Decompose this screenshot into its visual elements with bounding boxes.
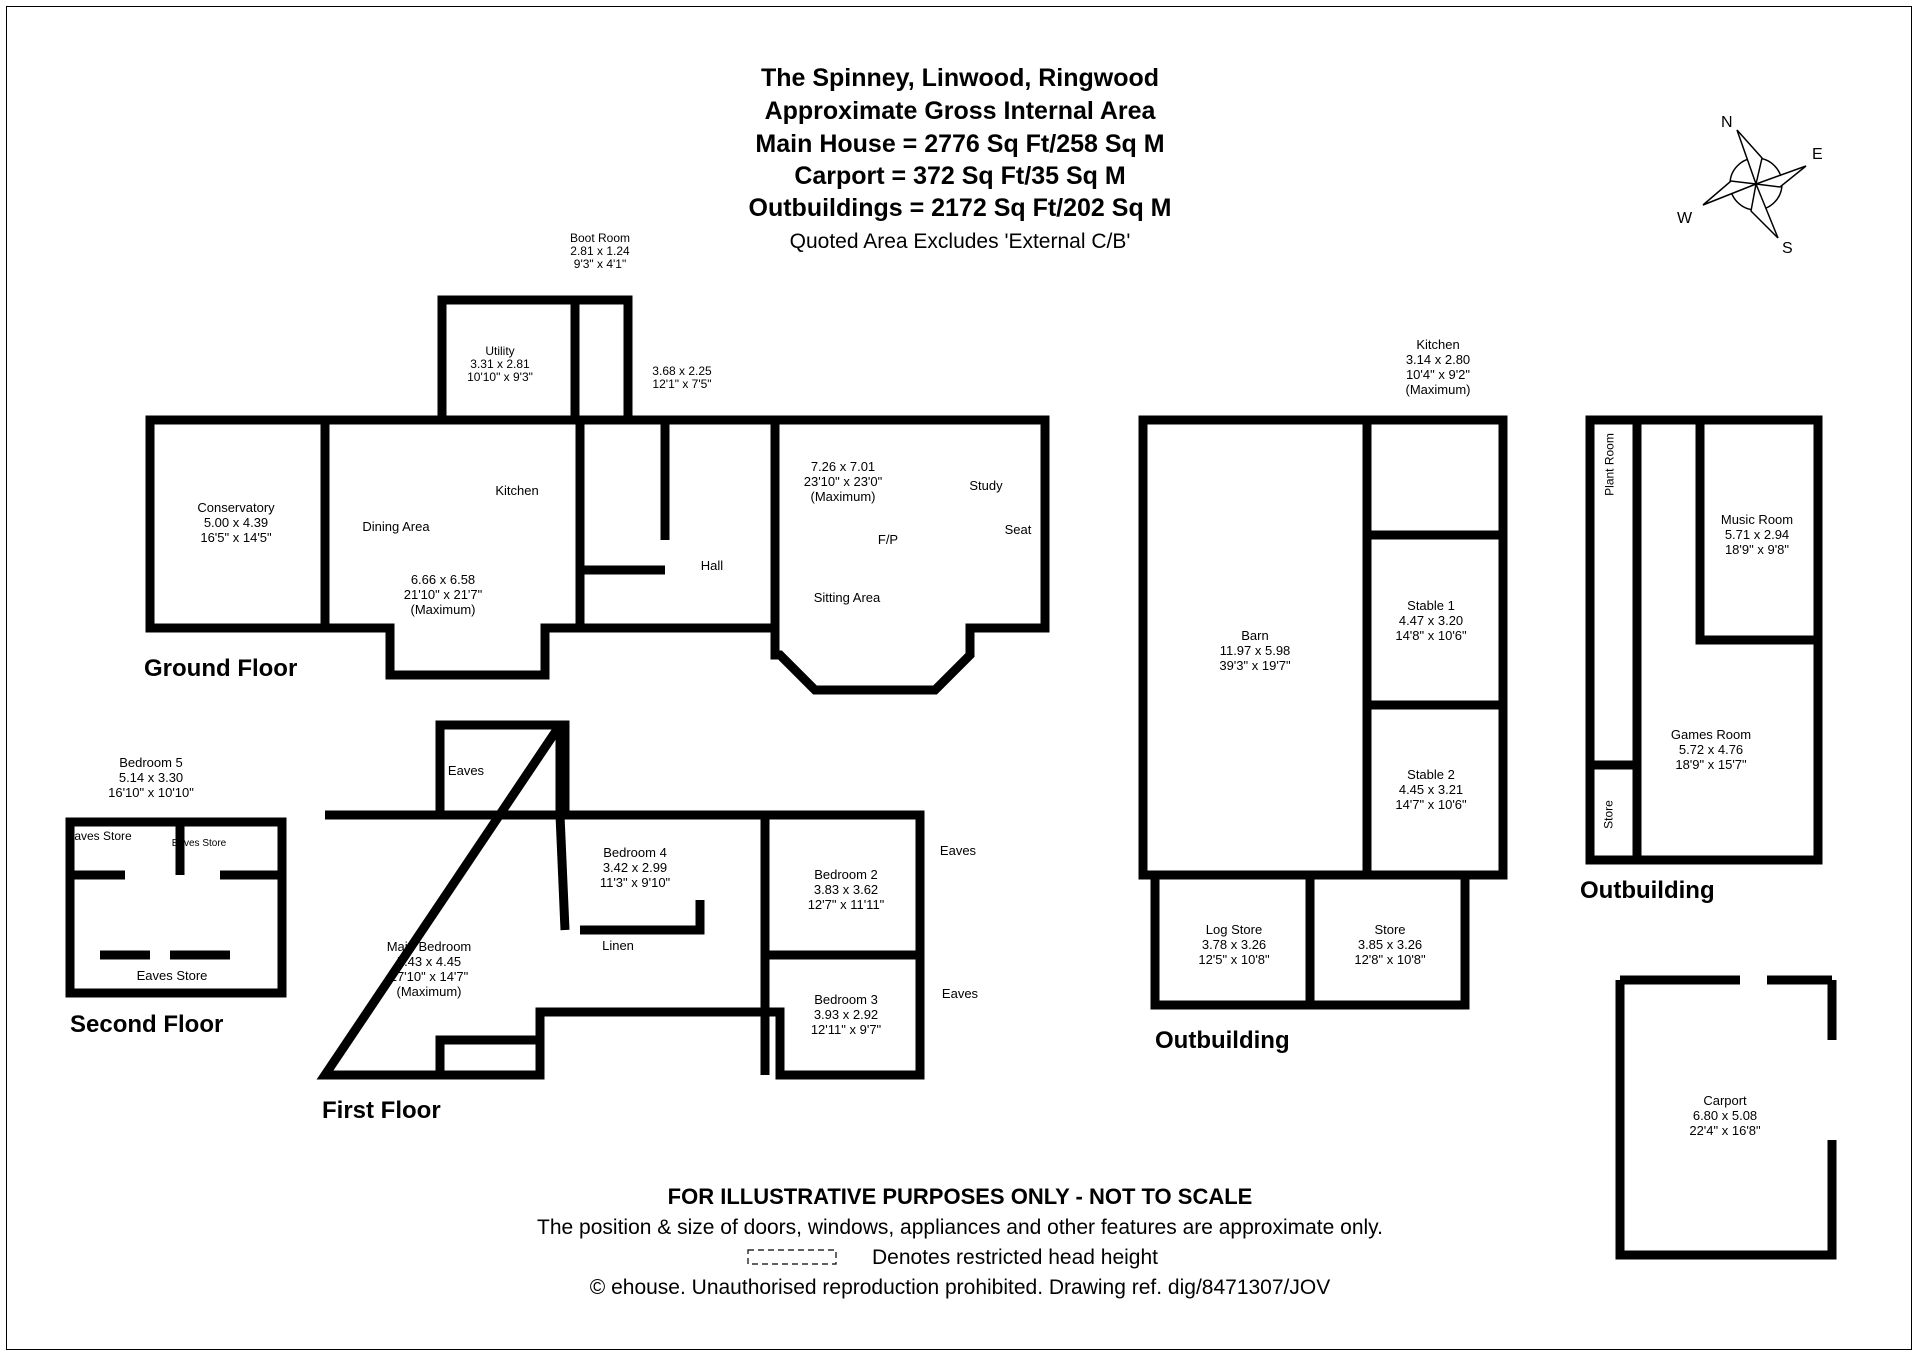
room-eaves-store-bottom: Eaves Store	[136, 968, 208, 983]
sitting-walls	[770, 415, 1050, 695]
first-floor-label: First Floor	[322, 1097, 441, 1124]
footer-copyright: © ehouse. Unauthorised reproduction proh…	[589, 1276, 1331, 1299]
room-plant-room: Plant Room	[1602, 433, 1617, 496]
plan-subtitle: Approximate Gross Internal Area	[764, 97, 1156, 125]
ground-floor-label: Ground Floor	[144, 655, 298, 682]
boot-room-walls	[575, 295, 633, 420]
area-outbuildings: Outbuildings = 2172 Sq Ft/202 Sq M	[748, 194, 1172, 222]
room-study: Study	[969, 478, 1003, 493]
footer-position-note: The position & size of doors, windows, a…	[537, 1216, 1383, 1239]
compass-icon	[1702, 129, 1807, 239]
area-note: Quoted Area Excludes 'External C/B'	[789, 230, 1131, 253]
compass-east-label: E	[1812, 146, 1823, 163]
room-linen: Linen	[602, 938, 634, 953]
room-dining-area-name: Dining Area	[362, 519, 430, 534]
plan-title: The Spinney, Linwood, Ringwood	[760, 64, 1160, 92]
first-floor-inner	[555, 814, 920, 1075]
page-border	[6, 6, 1912, 1350]
room-eaves-store-left: Eaves Store	[66, 829, 132, 843]
footer-disclaimer: FOR ILLUSTRATIVE PURPOSES ONLY - NOT TO …	[667, 1184, 1253, 1209]
dining-walls	[325, 415, 585, 680]
room-kitchen: Kitchen	[495, 483, 539, 498]
music-inner	[1590, 420, 1818, 860]
music-outbuilding-walls	[1585, 415, 1823, 865]
room-seat: Seat	[1004, 522, 1032, 537]
room-eaves-2: Eaves	[939, 843, 977, 858]
room-eaves-store-mid: Eaves Store	[171, 838, 227, 849]
compass-south-label: S	[1782, 240, 1793, 257]
room-eaves-3: Eaves	[941, 986, 979, 1001]
compass-west-label: W	[1677, 210, 1693, 227]
carport-walls	[1615, 975, 1837, 1260]
room-hall: Hall	[700, 558, 724, 573]
hall-walls	[580, 415, 780, 633]
compass-north-label: N	[1721, 114, 1733, 131]
bed1-step	[435, 1012, 545, 1075]
room-sitting-name: Sitting Area	[813, 590, 881, 605]
outbuilding-music-label: Outbuilding	[1580, 877, 1715, 904]
utility-walls	[437, 295, 580, 420]
second-floor-inner	[70, 822, 282, 960]
outbuilding-barn-label: Outbuilding	[1155, 1027, 1290, 1054]
first-floor-walls	[316, 720, 925, 1080]
restricted-height-legend-icon	[747, 1249, 837, 1265]
footer-restricted-height: Denotes restricted head height	[871, 1246, 1158, 1269]
log-store-walls	[1150, 870, 1470, 1010]
fireplace-label: F/P	[877, 532, 899, 547]
area-carport: Carport = 372 Sq Ft/35 Sq M	[794, 162, 1126, 190]
room-eaves-1: Eaves	[447, 763, 485, 778]
room-outbuilding-store: Store	[1601, 800, 1616, 829]
second-floor-walls	[65, 817, 287, 998]
cloak-walls	[580, 420, 670, 575]
area-main-house: Main House = 2776 Sq Ft/258 Sq M	[755, 130, 1165, 158]
second-floor-label: Second Floor	[70, 1011, 224, 1038]
